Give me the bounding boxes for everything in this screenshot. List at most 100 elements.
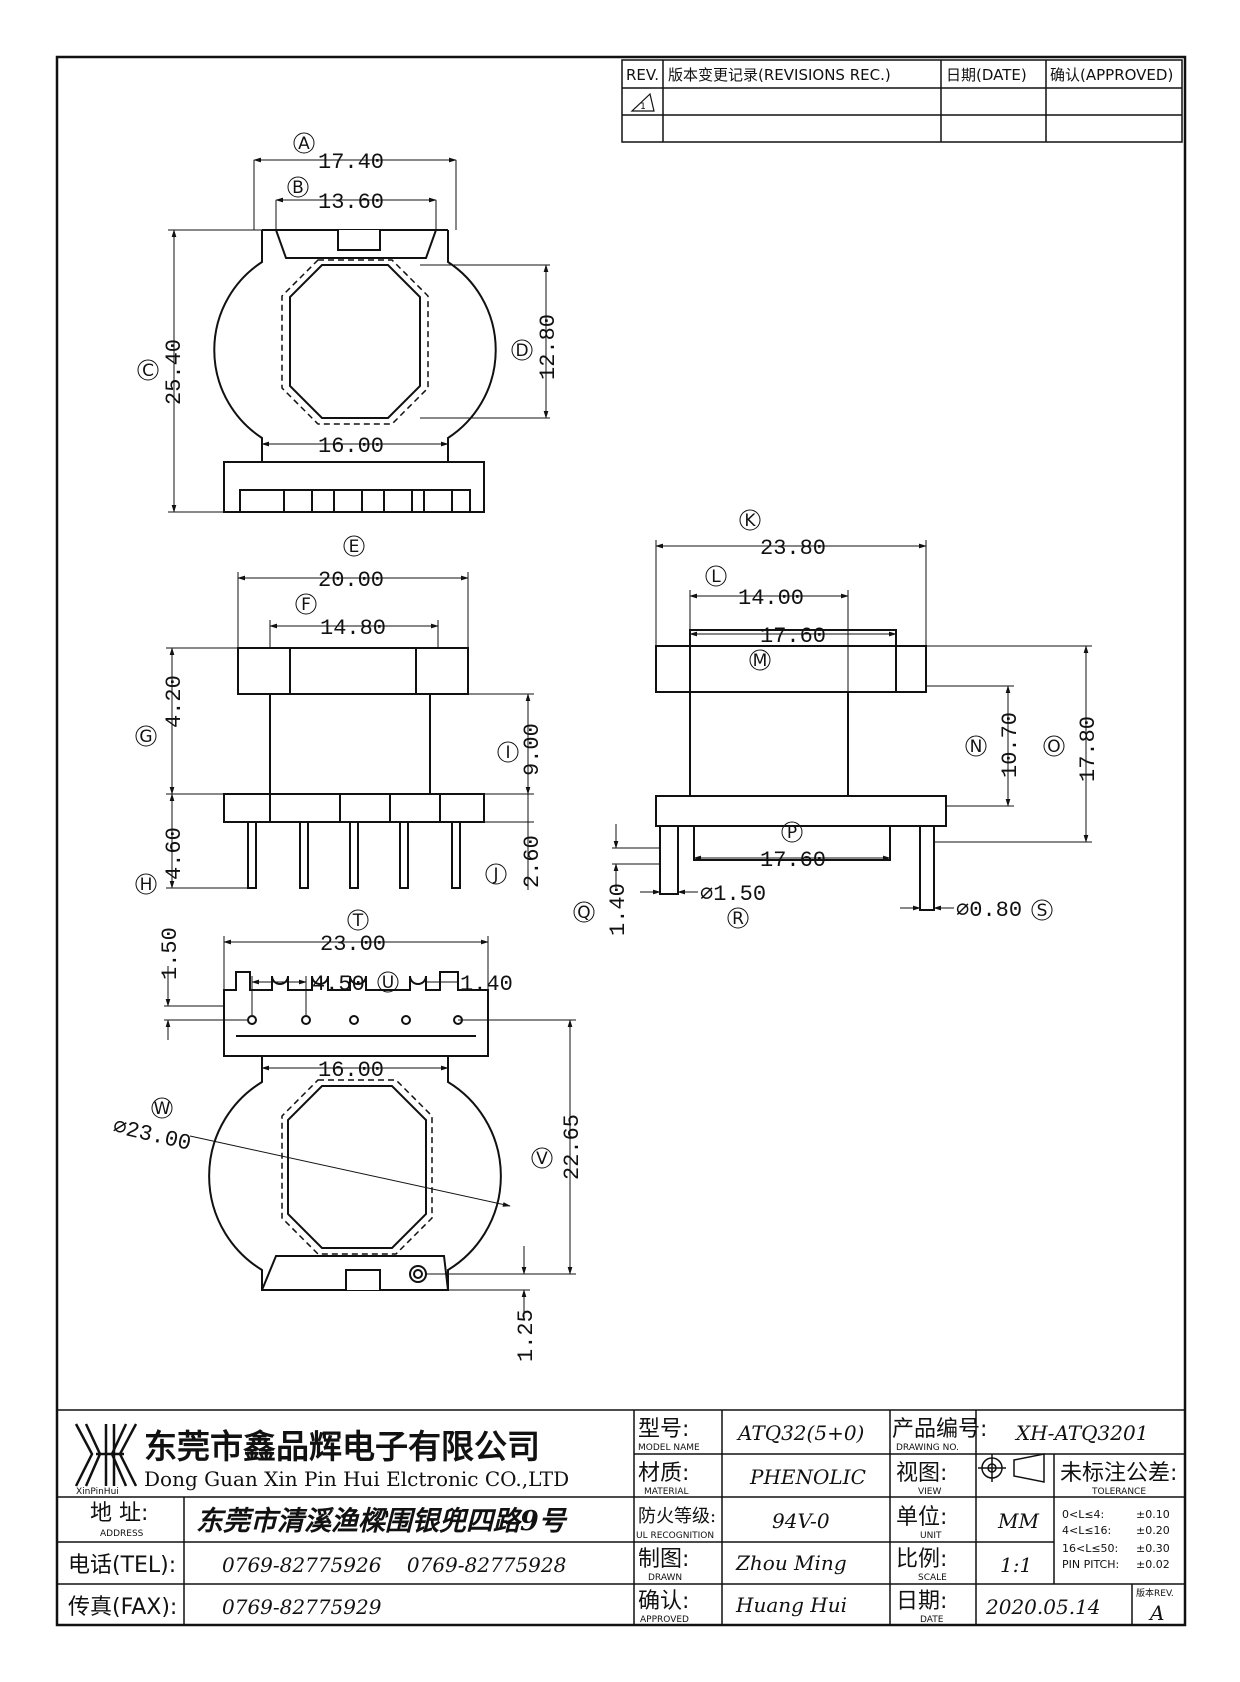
dim-t (223, 936, 489, 990)
address-label-en: ADDRESS (100, 1529, 144, 1539)
svg-text:O: O (1047, 737, 1060, 757)
title-block (57, 1409, 1185, 1625)
company-name-en: Dong Guan Xin Pin Hui Elctronic CO.,LTD (144, 1467, 569, 1491)
date-label-en: DATE (920, 1615, 944, 1625)
tolerance-range-2: 4<L≤16: (1062, 1524, 1111, 1537)
top-view (213, 229, 497, 513)
tolerance-label-en: TOLERANCE (1091, 1487, 1146, 1497)
view-label: 视图: (896, 1461, 947, 1486)
dim-d-value: 12.80 (536, 314, 561, 380)
dim-p-label: P 17.60 (760, 821, 826, 873)
scale-label-en: SCALE (918, 1573, 947, 1583)
dim-g-label: G 4.20 (135, 675, 187, 747)
dim-n (926, 685, 1014, 807)
fax-value: 0769-82775929 (222, 1595, 382, 1619)
dim-a-value: 17.40 (318, 150, 384, 175)
svg-text:R: R (732, 909, 744, 929)
drawing-no-label-en: DRAWING NO. (896, 1443, 959, 1453)
svg-text:1: 1 (640, 102, 646, 112)
dim-o (926, 645, 1092, 843)
date-value: 2020.05.14 (985, 1595, 1101, 1619)
dim-d-label: D 12.80 (511, 314, 561, 380)
dim-g-value: 4.20 (162, 675, 187, 728)
dim-c-value: 25.40 (162, 339, 187, 405)
dim-k-value: 23.80 (760, 536, 826, 561)
rev-value: A (1148, 1601, 1164, 1625)
date-header: 日期(DATE) (946, 66, 1027, 84)
view-label-en: VIEW (918, 1487, 941, 1497)
model-label-en: MODEL NAME (638, 1443, 700, 1453)
date-label: 日期: (896, 1589, 947, 1614)
svg-text:S: S (1037, 901, 1048, 921)
dim-o-value: 17.80 (1076, 716, 1101, 782)
svg-text:P: P (787, 823, 797, 843)
dim-top-width-value: 16.00 (318, 434, 384, 459)
dim-q-label: Q 1.40 (573, 883, 631, 936)
address-label: 地 址: (90, 1501, 148, 1526)
dim-h-label: H 4.60 (135, 827, 187, 895)
dim-c (168, 229, 262, 513)
fax-label: 传真(FAX): (68, 1595, 177, 1620)
ul-label: 防火等级: (638, 1506, 716, 1527)
svg-text:Q: Q (577, 903, 590, 923)
material-label-en: MATERIAL (644, 1487, 689, 1497)
revisions-header: 版本变更记录(REVISIONS REC.) (668, 66, 891, 84)
approved-header: 确认(APPROVED) (1050, 66, 1173, 84)
rev-header: REV. (626, 66, 659, 84)
model-label: 型号: (638, 1417, 689, 1442)
dim-b-value: 13.60 (318, 190, 384, 215)
svg-text:I: I (505, 743, 510, 763)
tolerance-value-4: ±0.02 (1136, 1558, 1170, 1571)
dim-n-value: 10.70 (998, 712, 1023, 778)
dim-l-label: L 14.00 (705, 565, 804, 611)
approved-label: 确认: (638, 1589, 689, 1614)
dim-c-label: C 25.40 (137, 339, 187, 405)
svg-text:F: F (301, 595, 311, 615)
dim-i (430, 693, 534, 795)
dim-o-label: O 17.80 (1043, 716, 1101, 782)
projection-symbol-icon (978, 1453, 1045, 1483)
svg-text:U: U (382, 973, 394, 993)
dim-u-value2: 1.40 (460, 972, 513, 997)
svg-text:L: L (711, 567, 721, 587)
dim-u-value: 4.50 (312, 972, 365, 997)
svg-text:C: C (142, 361, 154, 381)
dim-f-label: F 14.80 (295, 593, 386, 641)
dim-base-125 (426, 1246, 530, 1318)
tolerance-label: 未标注公差: (1060, 1461, 1177, 1486)
drawn-label: 制图: (638, 1547, 689, 1572)
bottom-view (208, 971, 502, 1291)
svg-text:A: A (298, 134, 310, 154)
logo-text: XinPinHui (76, 1487, 119, 1497)
dim-m-value: 17.60 (760, 624, 826, 649)
sheet-border (55, 55, 1187, 1627)
material-label: 材质: (638, 1461, 689, 1486)
dim-t-value: 23.00 (320, 932, 386, 957)
tolerance-value-3: ±0.30 (1136, 1542, 1170, 1555)
dim-l-value: 14.00 (738, 586, 804, 611)
svg-text:M: M (753, 651, 768, 671)
svg-text:H: H (140, 875, 153, 895)
dim-w-label: W ⌀23.00 (110, 1097, 193, 1157)
dim-s-label: ⌀0.80 S (956, 898, 1053, 923)
dim-w-value: ⌀23.00 (110, 1114, 193, 1156)
svg-text:J: J (492, 865, 498, 885)
tolerance-range-4: PIN PITCH: (1062, 1558, 1119, 1571)
dim-v-value: 22.65 (560, 1114, 585, 1180)
dim-d (420, 264, 550, 419)
tolerance-value-2: ±0.20 (1136, 1524, 1170, 1537)
dim-u (251, 976, 458, 1016)
svg-text:K: K (744, 511, 756, 531)
dim-n-label: N 10.70 (965, 712, 1023, 778)
drawing-no-label: 产品编号: (892, 1417, 987, 1442)
company-name-cn: 东莞市鑫品辉电子有限公司 (144, 1427, 540, 1466)
approved-label-en: APPROVED (640, 1615, 689, 1625)
dim-t-label: T 23.00 (320, 909, 386, 957)
svg-text:T: T (352, 911, 364, 931)
tel-value: 0769-82775926 0769-82775928 (222, 1553, 566, 1577)
dim-a-label: A 17.40 (293, 132, 384, 175)
svg-text:N: N (970, 737, 983, 757)
dim-e (237, 572, 469, 648)
dim-a (253, 157, 457, 230)
